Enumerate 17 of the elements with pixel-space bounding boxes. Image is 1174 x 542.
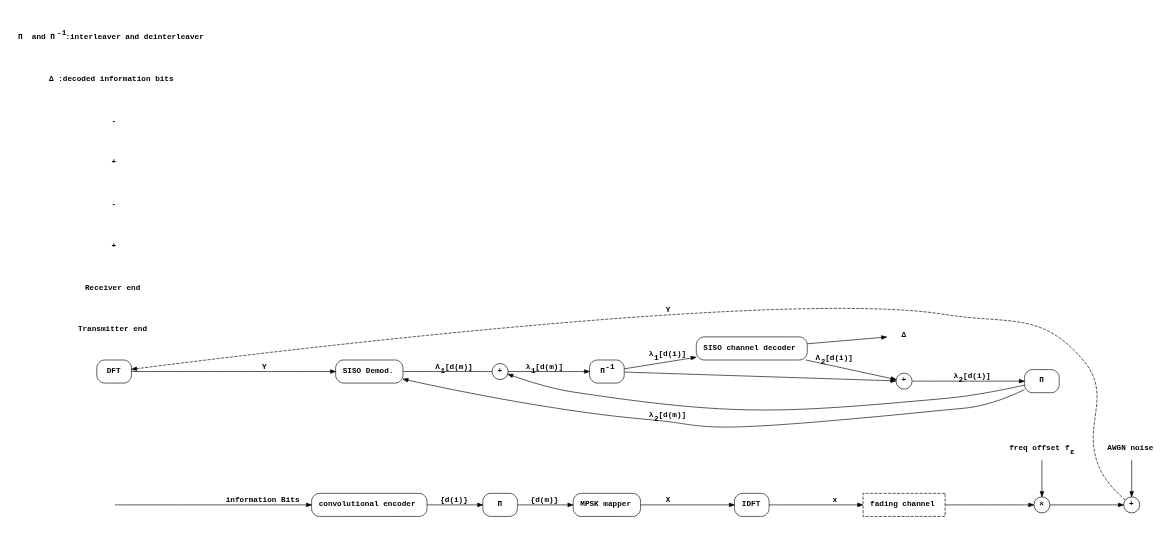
arrow [768,502,864,507]
arrow [507,373,1025,410]
connector [402,370,493,372]
arrow [426,502,484,507]
arrow [807,334,888,344]
arrow [911,378,1025,383]
arrow [507,368,590,374]
arrow [1039,459,1045,497]
arrow [114,502,312,507]
arrow [131,307,1126,500]
arrow [640,502,735,507]
arrow [1129,459,1134,497]
arrow [131,368,336,374]
arrow [517,502,574,507]
arrow [944,502,1035,507]
arrow [623,355,697,369]
arrow [1049,502,1124,507]
